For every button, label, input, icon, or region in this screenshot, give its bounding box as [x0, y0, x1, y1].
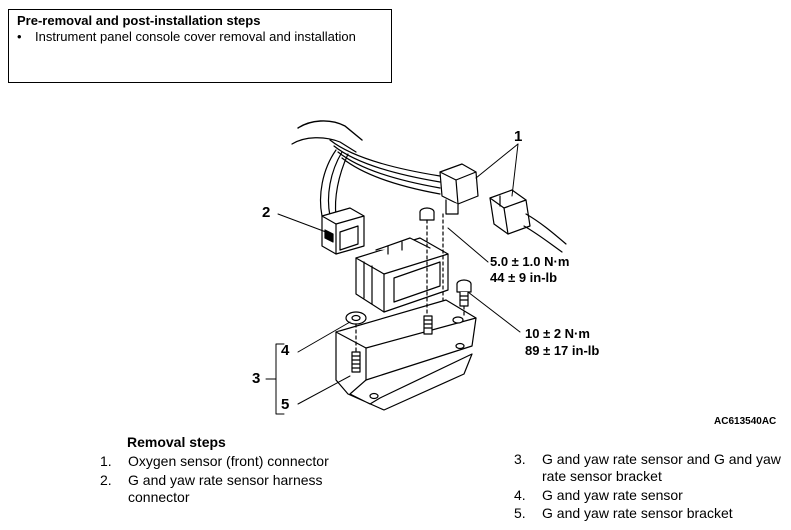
- torque-lower-metric: 10 ± 2 N·m: [525, 326, 590, 341]
- callout-1: 1: [514, 128, 523, 145]
- leader-lines: [265, 143, 521, 415]
- removal-step-3: 3.G and yaw rate sensor and G and yaw ra…: [514, 451, 781, 484]
- sensor-bracket: [335, 299, 477, 411]
- removal-step-4: 4.G and yaw rate sensor: [514, 487, 683, 503]
- upper-bolt: [419, 207, 435, 221]
- bullet-icon: •: [17, 29, 22, 44]
- removal-step-2: 2.G and yaw rate sensor harness connecto…: [100, 472, 323, 505]
- callout-3: 3: [252, 370, 261, 387]
- pre-removal-item: • Instrument panel console cover removal …: [17, 29, 383, 45]
- removal-step-5: 5.G and yaw rate sensor bracket: [514, 505, 733, 521]
- callout-4: 4: [281, 342, 290, 359]
- alignment-lines: [355, 213, 465, 353]
- torque-upper-metric: 5.0 ± 1.0 N·m: [490, 254, 570, 269]
- oxygen-sensor-connector: [489, 189, 567, 253]
- harness-connector: [321, 207, 365, 255]
- wiring-harness: [291, 120, 441, 217]
- callout-5: 5: [281, 396, 290, 413]
- figure-code: AC613540AC: [714, 416, 777, 427]
- torque-lower-imperial: 89 ± 17 in-lb: [525, 343, 600, 358]
- yaw-rate-sensor: [355, 237, 449, 313]
- pre-removal-title: Pre-removal and post-installation steps: [17, 13, 261, 28]
- torque-upper-imperial: 44 ± 9 in-lb: [490, 270, 558, 285]
- pre-removal-box: Pre-removal and post-installation steps …: [8, 9, 392, 83]
- removal-step-1: 1.Oxygen sensor (front) connector: [100, 453, 329, 469]
- sensor-side-connector: [439, 163, 479, 215]
- pre-removal-item-text: Instrument panel console cover removal a…: [35, 29, 356, 44]
- mounting-studs: [351, 279, 472, 373]
- callout-2: 2: [262, 204, 271, 221]
- removal-steps-title: Removal steps: [127, 434, 226, 450]
